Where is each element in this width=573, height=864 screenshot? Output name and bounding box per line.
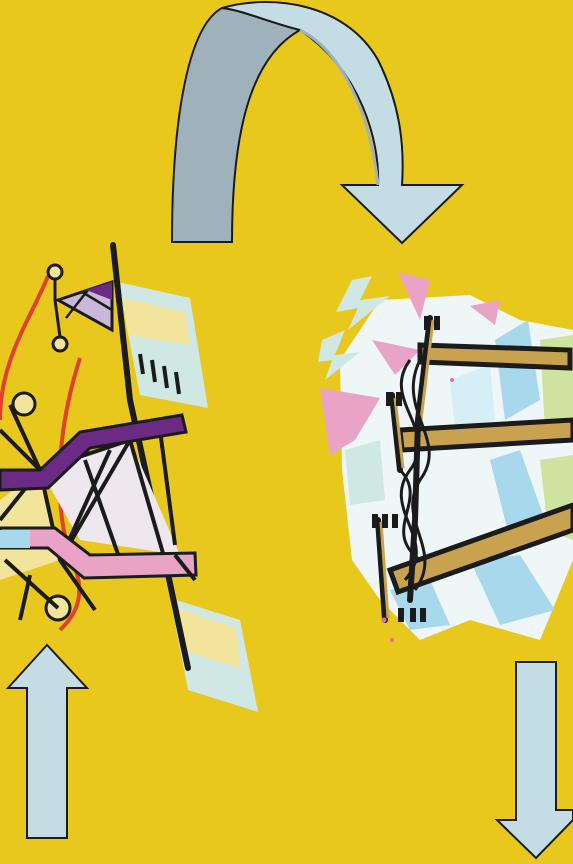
blue-stub [0, 530, 30, 548]
shard-cyan-1 [345, 440, 385, 505]
beam-top [420, 345, 570, 368]
